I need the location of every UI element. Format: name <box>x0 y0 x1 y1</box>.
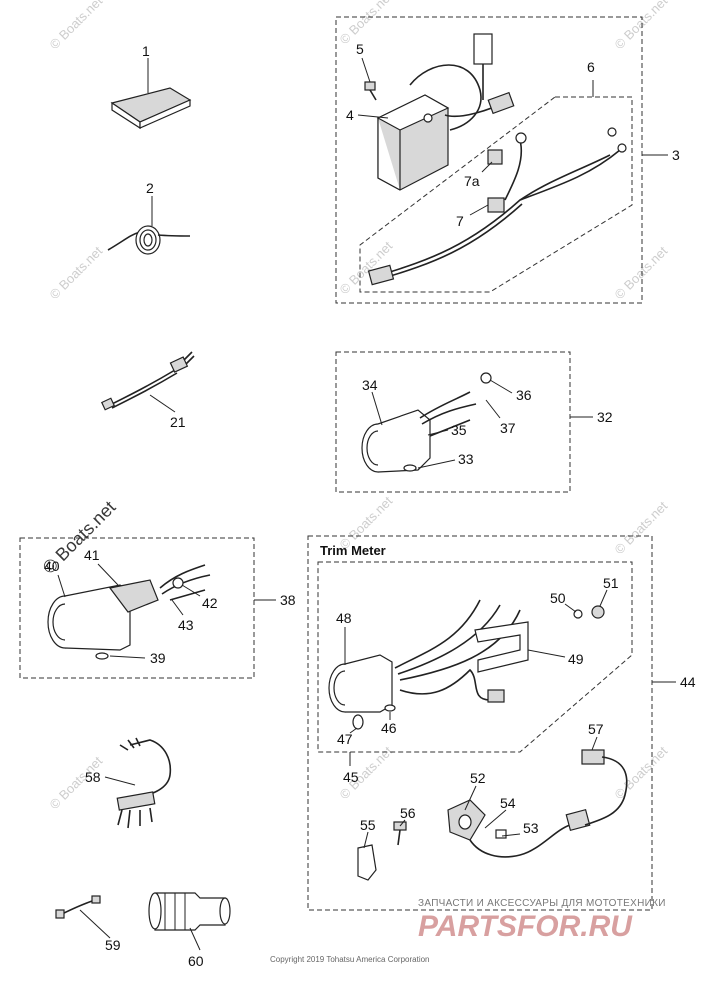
part-60-grommet <box>148 892 231 931</box>
part-1-pad <box>110 87 192 130</box>
label-38: 38 <box>280 592 296 608</box>
label-32: 32 <box>597 409 613 425</box>
part-57-connector <box>581 749 628 826</box>
label-49: 49 <box>568 651 584 667</box>
part-59-wire <box>55 895 101 919</box>
part-39-bulb <box>95 652 109 660</box>
label-56: 56 <box>400 805 416 821</box>
label-48: 48 <box>336 610 352 626</box>
label-6: 6 <box>587 59 595 75</box>
label-60: 60 <box>188 953 204 969</box>
label-2: 2 <box>146 180 154 196</box>
group-box-32 <box>335 351 571 493</box>
part-52-sensor <box>447 799 591 858</box>
label-46: 46 <box>381 720 397 736</box>
label-35: 35 <box>451 422 467 438</box>
watermark: © Boats.net <box>612 498 671 557</box>
part-6-harness <box>367 127 627 286</box>
part-4-regulator <box>376 33 515 191</box>
label-4: 4 <box>346 107 354 123</box>
part-34-gauge <box>361 391 477 473</box>
part-5-bolt <box>364 81 377 101</box>
label-50: 50 <box>550 590 566 606</box>
promo-text: ЗАПЧАСТИ И АКСЕССУАРЫ ДЛЯ МОТОТЕХНИКИ <box>418 898 666 909</box>
part-33-bulb <box>403 464 417 472</box>
copyright-text: Copyright 2019 Tohatsu America Corporati… <box>270 955 430 964</box>
label-21: 21 <box>170 414 186 430</box>
group-box-6 <box>359 96 633 293</box>
watermark: © Boats.net <box>612 743 671 802</box>
label-55: 55 <box>360 817 376 833</box>
group-box-44 <box>307 535 653 911</box>
part-7a-relay <box>487 149 503 165</box>
label-1: 1 <box>142 43 150 59</box>
label-37: 37 <box>500 420 516 436</box>
watermark: © Boats.net <box>337 0 396 47</box>
part-55-clamp <box>357 844 377 881</box>
label-3: 3 <box>672 147 680 163</box>
label-34: 34 <box>362 377 378 393</box>
label-40: 40 <box>44 558 60 574</box>
watermark: © Boats.net <box>47 243 106 302</box>
watermark: © Boats.net <box>612 0 671 52</box>
part-36-nut <box>480 372 492 384</box>
part-49-bracket <box>474 621 529 673</box>
group-box-38 <box>19 537 255 679</box>
label-7: 7 <box>456 213 464 229</box>
label-41: 41 <box>84 547 100 563</box>
label-43: 43 <box>178 617 194 633</box>
part-21-harness <box>100 351 195 411</box>
part-42-nut <box>172 577 184 589</box>
label-54: 54 <box>500 795 516 811</box>
label-47: 47 <box>337 731 353 747</box>
part-51-nut <box>591 605 605 619</box>
label-44: 44 <box>680 674 696 690</box>
part-40-gauge <box>47 564 211 651</box>
label-5: 5 <box>356 41 364 57</box>
label-57: 57 <box>588 721 604 737</box>
label-53: 53 <box>523 820 539 836</box>
label-7a: 7a <box>464 173 480 189</box>
part-2-coil <box>107 225 191 255</box>
group-box-3 <box>335 16 643 304</box>
label-36: 36 <box>516 387 532 403</box>
part-58-harness <box>116 737 172 829</box>
label-33: 33 <box>458 451 474 467</box>
label-42: 42 <box>202 595 218 611</box>
label-58: 58 <box>85 769 101 785</box>
part-48-trim-gauge <box>328 599 521 713</box>
label-59: 59 <box>105 937 121 953</box>
watermark: © Boats.net <box>612 243 671 302</box>
watermark: © Boats.net <box>47 0 106 52</box>
label-52: 52 <box>470 770 486 786</box>
part-47-cap <box>352 714 364 730</box>
label-39: 39 <box>150 650 166 666</box>
group-box-45 <box>317 561 633 753</box>
part-46-bulb <box>384 704 396 712</box>
section-title-trim-meter: Trim Meter <box>320 543 386 558</box>
label-51: 51 <box>603 575 619 591</box>
brand-logo: PARTSFOR.RU <box>418 910 633 943</box>
label-45: 45 <box>343 769 359 785</box>
